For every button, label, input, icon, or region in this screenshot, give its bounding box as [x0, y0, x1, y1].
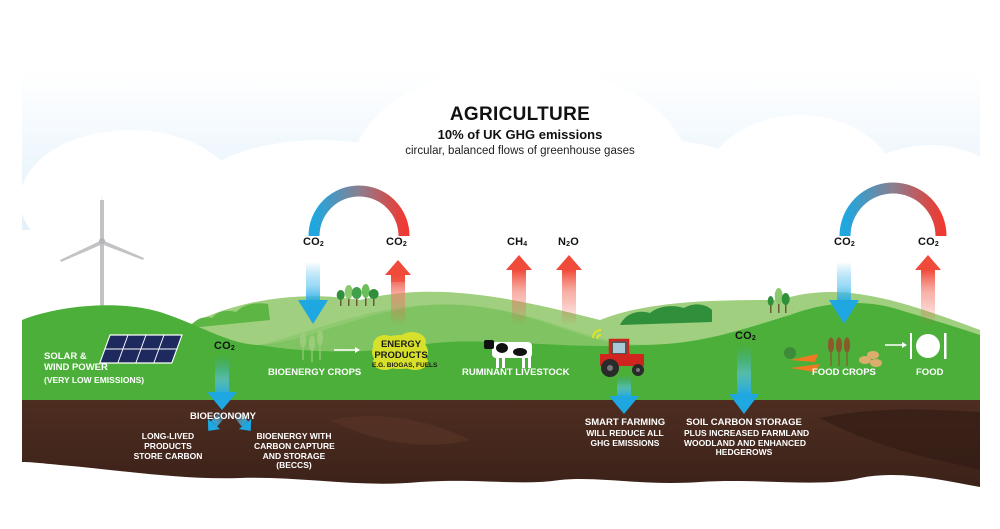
ch4-emission-arrow: [506, 255, 532, 325]
co2-absorb-arrow-food: [829, 262, 859, 324]
tractor-icon: [592, 329, 644, 377]
page-description: circular, balanced flows of greenhouse g…: [405, 145, 635, 157]
cow-icon: [484, 340, 532, 368]
energy-products-label: ENERGY PRODUCTS E.G. BIOGAS, FUELS: [372, 339, 438, 369]
co2-label-soil: CO2: [735, 330, 756, 342]
bioenergy-co2-cycle-arc: [308, 185, 410, 237]
solar-wind-label: SOLAR & WIND POWER (VERY LOW EMISSIONS): [44, 351, 145, 385]
beccs-arrow: [232, 410, 252, 431]
solar-panel-icon: [98, 334, 183, 364]
page-subtitle: 10% of UK GHG emissions: [437, 127, 603, 142]
co2-label-food-absorb: CO2: [834, 236, 855, 248]
food-crops-label: FOOD CROPS: [812, 367, 876, 378]
soil: [22, 400, 980, 487]
co2-label-food-release: CO2: [918, 236, 939, 248]
hedge-mid: [620, 304, 712, 325]
co2-absorb-arrow-soil: [729, 345, 759, 414]
co2-label-bioenergy-release: CO2: [386, 236, 407, 248]
bioenergy-crops-icon: [299, 330, 324, 362]
food-crops-icon: [784, 337, 882, 372]
page-title: AGRICULTURE: [449, 104, 591, 125]
food-co2-cycle-arc: [839, 182, 947, 237]
n2o-label: N2O: [558, 236, 580, 248]
co2-emission-arrow-bioenergy: [385, 260, 411, 325]
smart-farming-arrow: [609, 375, 639, 414]
long-lived-arrow: [207, 410, 227, 431]
co2-absorb-arrow-bioeconomy: [207, 355, 237, 410]
plate-cutlery-icon: [910, 333, 947, 359]
ch4-label: CH4: [507, 236, 528, 248]
food-label: FOOD: [916, 367, 944, 378]
long-lived-products-label: LONG-LIVED PRODUCTS STORE CARBON: [133, 431, 203, 461]
co2-label-bioenergy-absorb: CO2: [303, 236, 324, 248]
energy-products-cloud: [372, 332, 428, 370]
co2-emission-arrow-food: [915, 255, 941, 325]
n2o-emission-arrow: [556, 255, 582, 325]
bioeconomy-label: BIOECONOMY: [190, 411, 256, 422]
hedge-left: [190, 303, 270, 328]
co2-absorb-arrow-bioenergy: [298, 262, 328, 324]
wifi-signal-icon: [592, 329, 602, 339]
co2-label-bioeconomy: CO2: [214, 340, 235, 352]
wind-turbine-icon: [60, 195, 144, 330]
trees-icon: [336, 284, 790, 313]
smart-farming-label: SMART FARMING WILL REDUCE ALL GHG EMISSI…: [584, 417, 666, 448]
bioenergy-crops-label: BIOENERGY CROPS: [268, 367, 362, 378]
ruminant-livestock-label: RUMINANT LIVESTOCK: [462, 367, 570, 378]
beccs-label: BIOENERGY WITH CARBON CAPTURE AND STORAG…: [254, 431, 335, 471]
soil-carbon-storage-label: SOIL CARBON STORAGE PLUS INCREASED FARML…: [684, 417, 810, 458]
